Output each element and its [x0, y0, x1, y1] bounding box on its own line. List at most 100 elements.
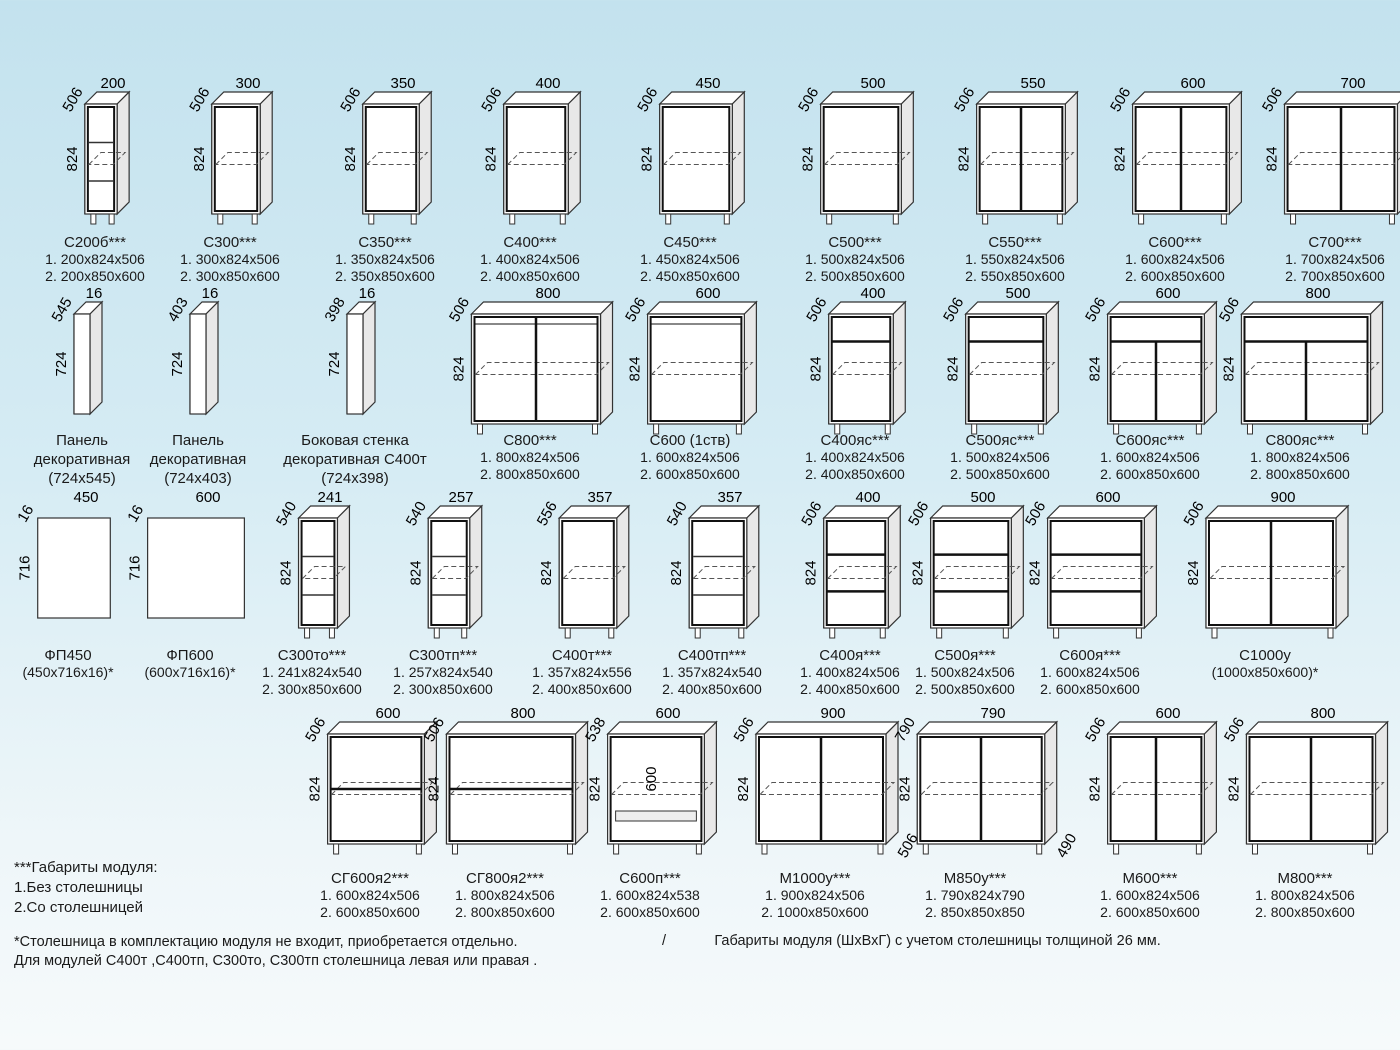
- depth-dimension: 540: [403, 499, 430, 529]
- cabinet-body: [754, 720, 900, 855]
- depth-dimension: 506: [446, 295, 473, 325]
- cabinet-body: [426, 504, 484, 639]
- module-name: С400я***: [819, 647, 881, 664]
- cabinet-body: [1240, 300, 1384, 435]
- module-size-line: 2. 500x850x600: [950, 466, 1050, 482]
- depth-dimension: 506: [1216, 295, 1243, 325]
- module-size-line: декоративная С400т: [283, 451, 427, 468]
- depth-dimension: 506: [634, 85, 661, 115]
- module-size-line: 1. 790x824x790: [925, 887, 1025, 903]
- footnote-right: / Габариты модуля (ШхВхГ) с учетом столе…: [662, 933, 1161, 949]
- height-dimension: 824: [627, 356, 644, 381]
- module-name: С600п***: [619, 870, 681, 887]
- height-dimension: 824: [639, 146, 656, 171]
- module-size-line: 2. 200x850x600: [45, 268, 145, 284]
- module-label: ФП450(450x716x16)*: [0, 645, 153, 681]
- module-size-line: (450x716x16)*: [22, 664, 114, 680]
- module-size-line: (724x398): [321, 470, 389, 487]
- cabinet-body: [72, 300, 104, 416]
- width-dimension: 16: [359, 285, 376, 302]
- module-name: С450***: [663, 234, 717, 251]
- module-size-line: 1. 600x824x506: [640, 449, 740, 465]
- module-size-line: 2. 800x850x600: [1250, 466, 1350, 482]
- module-size-line: 2. 600x850x600: [1125, 268, 1225, 284]
- module-name: С600***: [1148, 234, 1202, 251]
- depth-dimension: 506: [795, 85, 822, 115]
- height-dimension: 824: [803, 560, 820, 585]
- module-name: ФП600: [166, 647, 214, 664]
- cabinet-body: [361, 90, 433, 225]
- depth-dimension: 403: [164, 295, 191, 325]
- depth-dimension: 506: [1221, 715, 1248, 745]
- module-name: С500я***: [934, 647, 996, 664]
- module-size-line: 1. 600x824x506: [1040, 664, 1140, 680]
- height-dimension: 824: [64, 146, 81, 171]
- cabinet-body: [345, 300, 377, 416]
- module-name: С550***: [988, 234, 1042, 251]
- module-size-line: 1. 700x824x506: [1285, 251, 1385, 267]
- legend: ***Габариты модуля: 1.Без столешницы 2.С…: [14, 858, 158, 918]
- module-name: С400яс***: [820, 432, 890, 449]
- cabinet-body: [1283, 91, 1400, 225]
- module-size-line: (724x403): [164, 470, 232, 487]
- module-name: ФП450: [44, 647, 92, 664]
- depth-dimension: 506: [622, 295, 649, 325]
- module-size-line: 1. 400x824x506: [800, 664, 900, 680]
- module-name: СГ800я2***: [466, 870, 544, 887]
- width-dimension: 790: [980, 705, 1005, 722]
- module-size-line: 2. 350x850x600: [335, 268, 435, 284]
- module-size-line: 1. 800x824x506: [455, 887, 555, 903]
- legend-line-1: 1.Без столешницы: [14, 879, 143, 896]
- module-size-line: 2. 600x850x600: [600, 904, 700, 920]
- height-dimension: 824: [668, 560, 685, 585]
- module-size-line: 2. 300x850x600: [393, 681, 493, 697]
- depth-dimension: 556: [534, 499, 561, 529]
- module-size-line: 1. 400x824x506: [480, 251, 580, 267]
- module-name: С400тп***: [677, 647, 747, 664]
- module-size-line: 1. 500x824x506: [915, 664, 1015, 680]
- module-size-line: 1. 550x824x506: [965, 251, 1065, 267]
- cabinet-body: [687, 504, 761, 639]
- width-dimension: 500: [860, 75, 885, 92]
- height-dimension: 824: [910, 560, 927, 585]
- depth-dimension: 545: [48, 295, 75, 325]
- module-size-line: 1. 600x824x506: [320, 887, 420, 903]
- cabinet-body: [1106, 720, 1218, 855]
- height-dimension: 724: [53, 351, 70, 376]
- depth-dimension: 506: [478, 85, 505, 115]
- module-name: С300то***: [277, 647, 347, 664]
- module-name: С400т***: [551, 647, 613, 664]
- module-name: СГ600я2***: [331, 870, 409, 887]
- height-dimension: 824: [587, 776, 604, 801]
- cabinet-body: [147, 517, 245, 619]
- width-dimension: 357: [717, 489, 742, 506]
- module-name: С200б***: [64, 234, 126, 251]
